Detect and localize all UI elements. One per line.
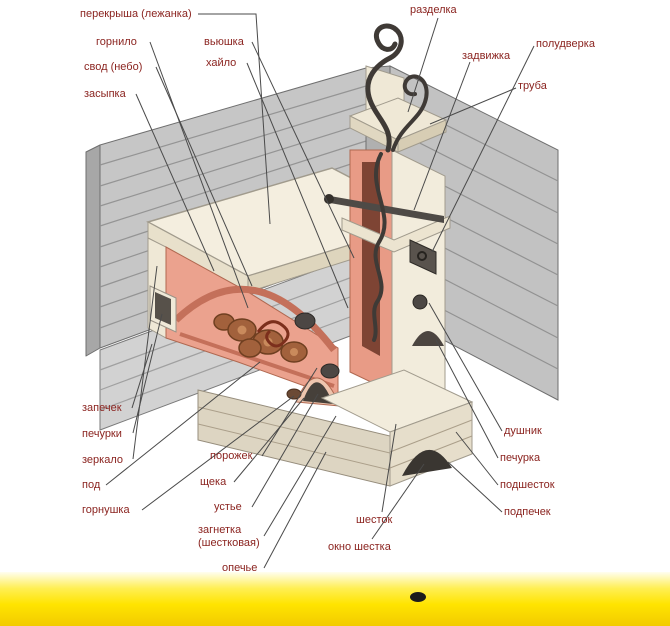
label-perekrysha: перекрыша (лежанка) xyxy=(80,8,192,20)
label-opechye: опечье xyxy=(222,562,258,574)
niche-pechurki-opening xyxy=(155,292,171,325)
label-zasypka: засыпка xyxy=(84,88,126,100)
leader-vyushka xyxy=(251,41,355,259)
yellow-footer-band xyxy=(0,572,670,626)
label-ustye: устье xyxy=(214,501,242,513)
label-okno-shestka: окно шестка xyxy=(328,541,391,553)
label-podshestok: подшесток xyxy=(500,479,555,491)
label-gornilo: горнило xyxy=(96,36,137,48)
label-zerkalo: зеркало xyxy=(82,454,123,466)
label-zapechek: запечек xyxy=(82,402,122,414)
chimney-right-face xyxy=(391,149,446,401)
hearth-floor-pod xyxy=(179,332,335,388)
leader-razdelka xyxy=(407,17,439,113)
leader-svod xyxy=(155,66,253,287)
label-truba: труба xyxy=(518,80,547,92)
fire-swirl xyxy=(256,320,290,348)
label-poludverka: полудверка xyxy=(536,38,595,50)
smoke-ornament xyxy=(365,23,429,342)
leader-ustye xyxy=(251,393,319,508)
leader-khaylo xyxy=(246,62,349,309)
label-zagnetka: загнетка (шестковая) xyxy=(198,524,260,549)
label-pechurki: печурки xyxy=(82,428,122,440)
label-vyushka: вьюшка xyxy=(204,36,244,48)
leader-zerkalo xyxy=(132,265,158,460)
cornice-band xyxy=(341,215,451,253)
leader-pechurka xyxy=(435,339,499,459)
label-khaylo: хайло xyxy=(206,57,237,69)
label-svod: свод (небо) xyxy=(84,61,143,73)
leader-zagnetka xyxy=(263,415,337,537)
label-razdelka: разделка xyxy=(410,4,457,16)
vault-arch-svod xyxy=(173,285,337,353)
leader-poludverka xyxy=(431,45,535,253)
leader-pod xyxy=(105,361,261,486)
vent-dushnik xyxy=(412,294,428,310)
leader-zadvizhka xyxy=(413,61,471,211)
damper-rod-zadvizhka xyxy=(330,196,444,223)
firewood-logs xyxy=(213,313,308,363)
leader-porozhek xyxy=(261,367,318,457)
label-dushnik: душник xyxy=(504,425,542,437)
leader-opechye xyxy=(263,451,327,569)
leader-shestok xyxy=(381,423,397,513)
label-shestok: шесток xyxy=(356,514,393,526)
leader-pechurki xyxy=(132,313,163,434)
leader-zapechek xyxy=(131,343,153,409)
arch-okno-shestka xyxy=(402,449,452,476)
label-podpechek: подпечек xyxy=(504,506,551,518)
label-pechurka: печурка xyxy=(500,452,541,464)
leader-dushnik xyxy=(428,302,503,432)
leader-lines xyxy=(105,13,535,569)
leader-perekrysha xyxy=(198,13,271,225)
door-ring xyxy=(417,251,427,261)
leader-gornushka xyxy=(141,395,295,511)
leader-podshestok xyxy=(455,431,499,486)
damper-knob xyxy=(324,194,334,204)
pot-lower xyxy=(320,363,340,379)
hearth-front xyxy=(320,369,474,487)
leader-gornilo xyxy=(149,41,249,309)
pot-upper xyxy=(294,312,316,330)
leader-podpechek xyxy=(447,461,503,513)
label-shcheka: щека xyxy=(200,476,227,488)
leader-zasypka xyxy=(135,93,215,272)
small-door-poludverka xyxy=(409,239,437,275)
leader-truba xyxy=(429,87,517,125)
label-zadvizhka: задвижка xyxy=(462,50,511,62)
right-niche-pechurka xyxy=(412,331,444,346)
chimney-cap-right xyxy=(397,119,447,153)
leader-shcheka xyxy=(233,397,305,483)
ink-dot xyxy=(410,592,426,602)
leader-okno xyxy=(371,463,425,540)
label-pod: под xyxy=(82,479,101,491)
label-porozhek: порожек xyxy=(210,450,253,462)
label-gornushka: горнушка xyxy=(82,504,130,516)
